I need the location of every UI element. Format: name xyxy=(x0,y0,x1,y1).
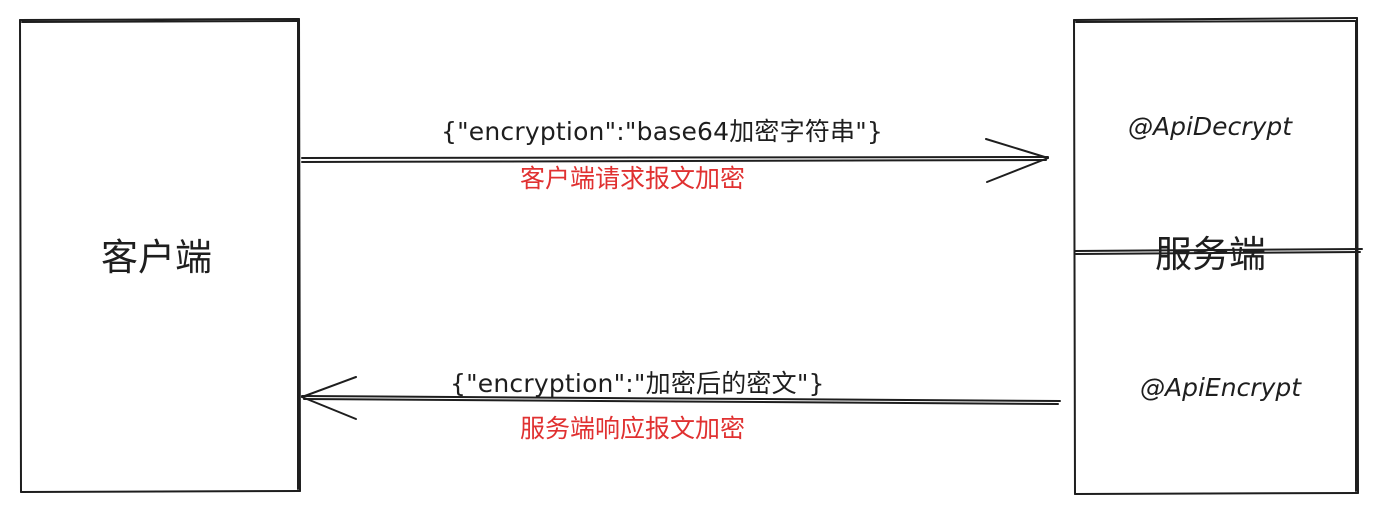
response-note: 服务端响应报文加密 xyxy=(520,414,746,443)
response-payload: {"encryption":"加密后的密文"} xyxy=(450,369,825,398)
request-arrow xyxy=(301,138,1049,183)
server-box xyxy=(1073,17,1359,495)
server-divider xyxy=(1074,248,1363,255)
request-payload: {"encryption":"base64加密字符串"} xyxy=(441,117,884,146)
client-box xyxy=(19,18,301,493)
response-arrow xyxy=(301,376,1061,420)
client-label: 客户端 xyxy=(101,236,212,279)
decrypt-annotation: @ApiDecrypt xyxy=(1128,112,1293,141)
server-label: 服务端 xyxy=(1155,233,1266,276)
encrypt-annotation: @ApiEncrypt xyxy=(1140,373,1302,402)
request-note: 客户端请求报文加密 xyxy=(520,164,746,193)
